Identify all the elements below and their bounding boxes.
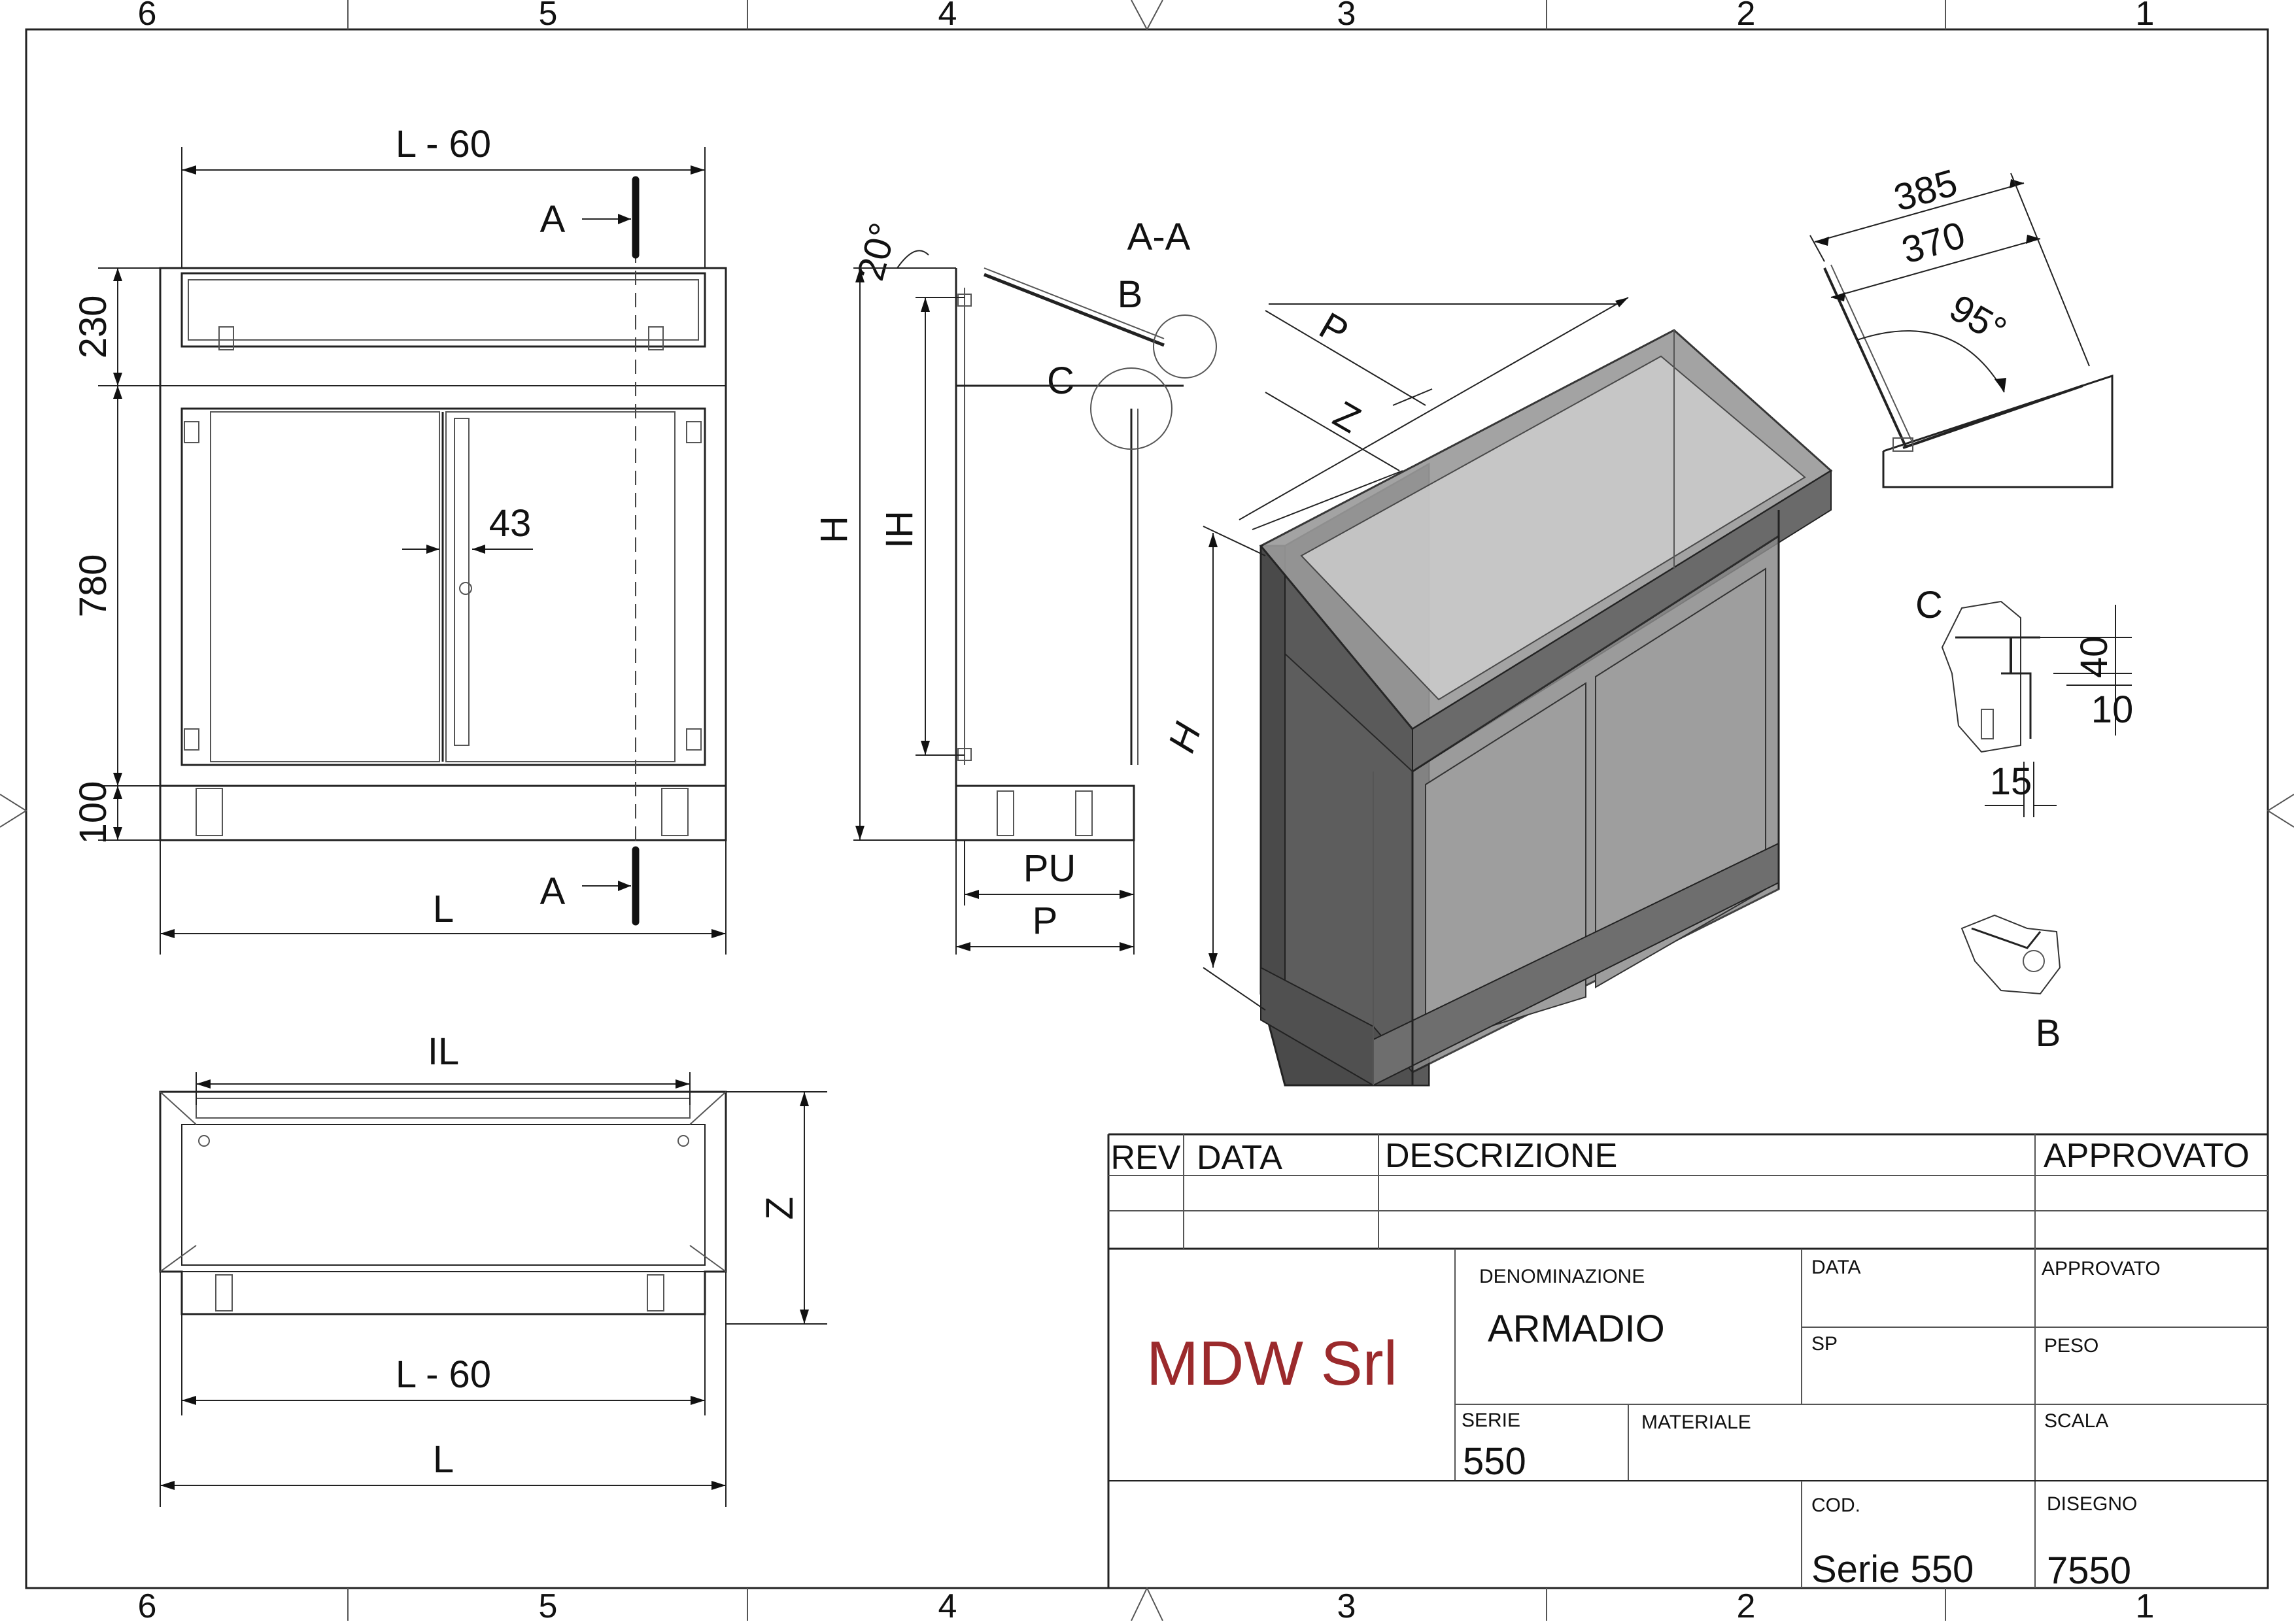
plan-dim-il: IL [428,1030,459,1073]
front-dim-top: L - 60 [396,123,491,165]
company-logo: MDW Srl [1146,1328,1397,1398]
iso-dim-z: Z [1326,393,1367,441]
value-cod: Serie 550 [1811,1548,1974,1591]
plan-dim-z: Z [759,1196,801,1219]
detail-c-dim-15: 15 [1990,760,2032,803]
detail-c-label: C [1915,584,1943,626]
center-mark-right [2267,794,2294,828]
label-denominazione: DENOMINAZIONE [1479,1266,1645,1287]
roof-angle-95: 95° [1943,286,2013,352]
section-detail-b-label: B [1118,273,1143,316]
front-view: A A L - 60 230 780 100 43 [72,123,727,955]
label-disegno: DISEGNO [2047,1493,2137,1515]
value-serie: 550 [1463,1440,1526,1483]
rev-header-approvato: APPROVATO [2044,1137,2250,1175]
detail-c-dim-10: 10 [2091,688,2134,731]
label-sp: SP [1811,1333,1838,1355]
label-peso: PESO [2044,1335,2098,1357]
rev-header-rev: REV [1111,1139,1181,1177]
front-dim-230: 230 [72,296,114,359]
label-cod: COD. [1811,1495,1860,1516]
column-label-top-6: 1 [2136,0,2155,33]
front-dim-43: 43 [489,502,532,545]
roof-dim-385: 385 [1889,161,1962,220]
value-denominazione: ARMADIO [1488,1308,1665,1350]
revision-table: REV DATA DESCRIZIONE APPROVATO [1107,1133,2268,1588]
detail-b-label: B [2036,1012,2061,1055]
front-dim-l: L [433,888,454,930]
iso-view: P Z H [1160,297,1833,1087]
title-block: MDW Srl DENOMINAZIONE ARMADIO DATA APPRO… [1108,1249,2268,1592]
plan-dim-l: L [433,1438,454,1481]
plan-dim-l60: L - 60 [396,1353,491,1396]
section-title: A-A [1127,216,1191,258]
label-data: DATA [1811,1257,1861,1278]
rev-header-data: DATA [1197,1139,1282,1177]
column-label-bottom-4: 3 [1337,1587,1356,1621]
section-dim-h: H [813,516,855,543]
label-approvato: APPROVATO [2042,1258,2161,1279]
detail-c-dim-40: 40 [2073,636,2115,679]
value-disegno: 7550 [2047,1549,2131,1592]
column-label-bottom-1: 6 [138,1587,157,1621]
column-label-bottom-2: 5 [539,1587,558,1621]
label-scala: SCALA [2044,1410,2108,1432]
column-label-bottom-5: 2 [1737,1587,1756,1621]
section-detail-c-label: C [1047,360,1074,402]
iso-dim-h: H [1160,717,1209,758]
label-serie: SERIE [1462,1410,1520,1431]
column-label-bottom-3: 4 [938,1587,957,1621]
front-dim-100: 100 [72,781,114,845]
section-mark-top: A [540,198,566,241]
column-label-top-1: 6 [138,0,157,33]
detail-roof: 385 370 95° [1809,161,2114,488]
label-materiale: MATERIALE [1641,1412,1751,1433]
column-label-top-3: 4 [938,0,957,33]
section-mark-bottom: A [540,870,566,913]
section-dim-ih: IH [878,511,921,549]
section-view: A-A B C 20° H [813,216,1217,955]
column-label-top-2: 5 [539,0,558,33]
section-angle: 20° [849,218,904,285]
roof-dim-370: 370 [1897,214,1970,272]
center-mark-top [1131,0,1163,31]
column-label-top-4: 3 [1337,0,1356,33]
iso-dim-p: P [1312,304,1356,354]
plan-view: IL Z L - 60 L [159,1030,827,1507]
center-mark-left [0,794,27,828]
detail-b: B [1960,914,2061,1055]
section-dim-pu: PU [1023,847,1076,890]
column-label-top-5: 2 [1737,0,1756,33]
column-label-bottom-6: 1 [2136,1587,2155,1621]
front-dim-780: 780 [72,554,114,618]
section-dim-p: P [1033,900,1058,942]
detail-c: C 15 40 10 [1915,584,2133,817]
center-mark-bottom [1131,1586,1163,1621]
rev-header-descrizione: DESCRIZIONE [1385,1137,1617,1175]
